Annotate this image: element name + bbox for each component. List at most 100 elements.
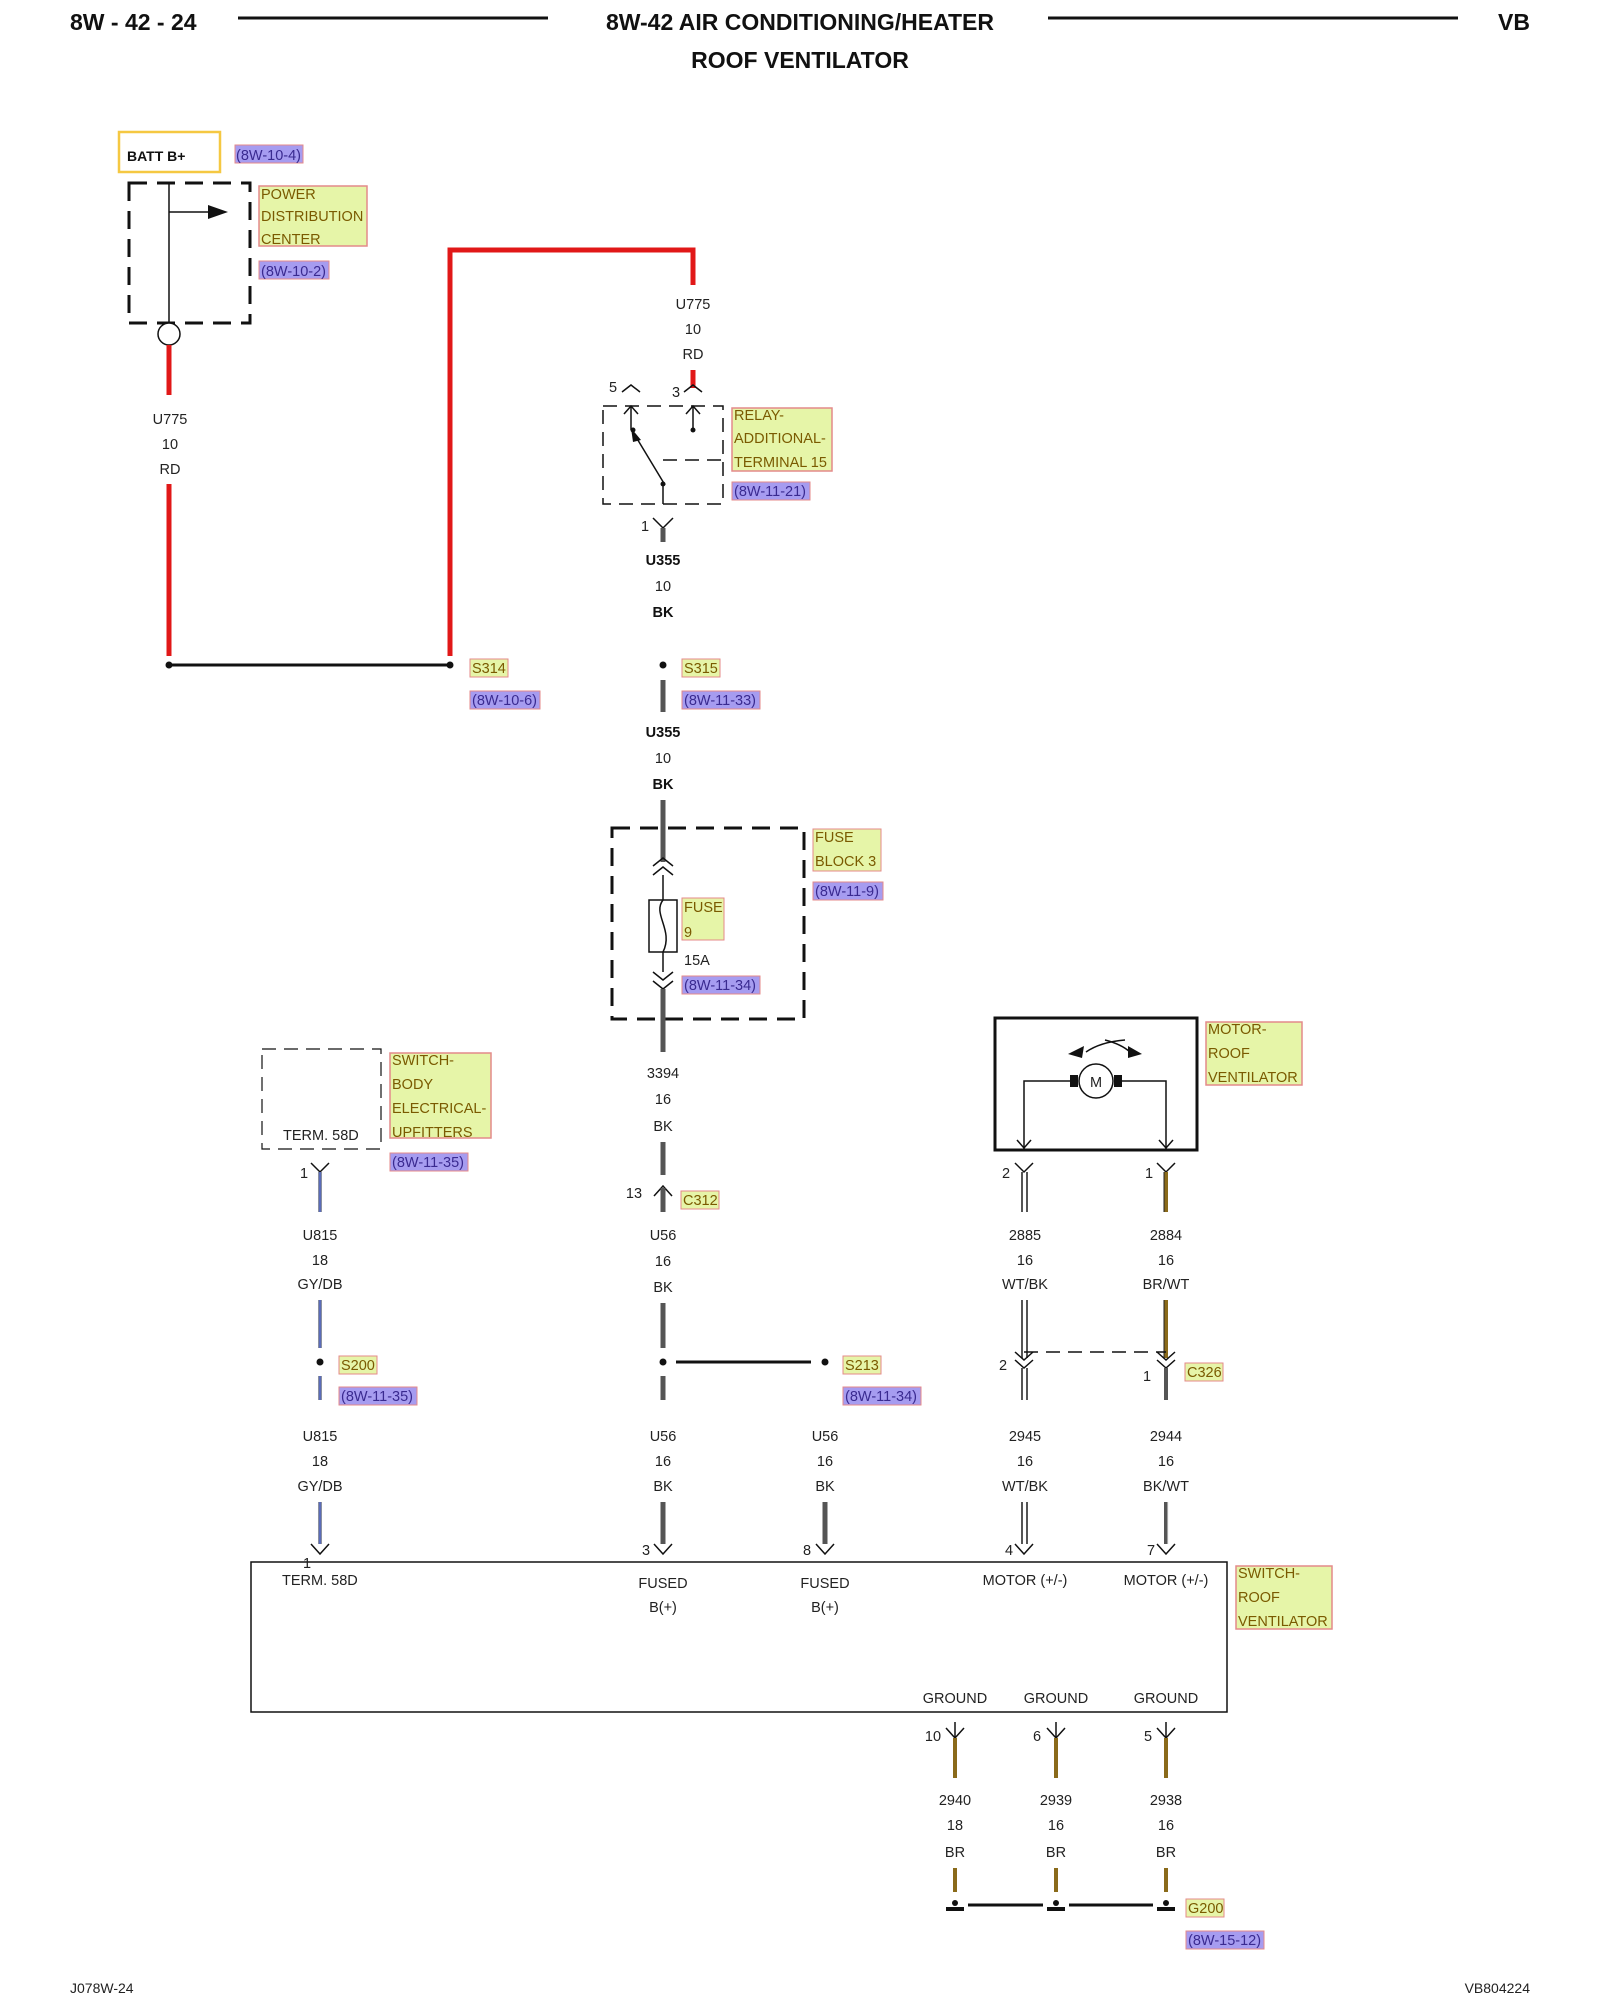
splice-s213-ref[interactable]: (8W-11-34) xyxy=(845,1389,917,1405)
splice-s314-ref[interactable]: (8W-10-6) xyxy=(472,693,537,709)
wire-u775-top-run xyxy=(447,247,696,656)
fuse-block-ref[interactable]: (8W-11-9) xyxy=(815,884,879,900)
pdc-ref[interactable]: (8W-10-2) xyxy=(261,264,326,280)
wire-u775-top-color: RD xyxy=(683,347,704,363)
wire-2939-gauge: 16 xyxy=(1048,1818,1064,1834)
relay-label-box xyxy=(731,407,833,472)
batt-ref-box xyxy=(234,144,304,164)
relay-arrow-icon xyxy=(623,404,639,415)
relay-pin-1: 1 xyxy=(641,519,649,535)
switch-ground-c: GROUND xyxy=(1134,1691,1198,1707)
switch-ground-a: GROUND xyxy=(923,1691,987,1707)
roof-vent-switch-label-box xyxy=(1235,1565,1333,1630)
wire-2884-color: BR/WT xyxy=(1143,1277,1190,1293)
splice-s315-box xyxy=(681,658,721,678)
c326-label: C326 xyxy=(1187,1365,1222,1381)
switch-pin-10: 10 xyxy=(925,1729,941,1745)
splice-s200-ref-box xyxy=(338,1386,418,1406)
wire-u815-upper-gauge: 18 xyxy=(312,1253,328,1269)
upfitter-label-3: ELECTRICAL- xyxy=(392,1101,486,1117)
relay-switch-arm xyxy=(632,431,666,486)
wire-u775-top-circuit: U775 xyxy=(676,297,711,313)
fuse-9-body xyxy=(648,899,678,953)
relay-ref[interactable]: (8W-11-21) xyxy=(734,484,806,500)
switch-fused-a-1: FUSED xyxy=(638,1576,687,1592)
relay-contact-dot xyxy=(690,427,696,433)
splice-s315-ref-box xyxy=(681,690,761,710)
switch-fused-a-2: B(+) xyxy=(649,1600,677,1616)
switch-motor-b: MOTOR (+/-) xyxy=(1124,1573,1209,1589)
wire-2940-circuit: 2940 xyxy=(939,1793,971,1809)
motor-label-3: VENTILATOR xyxy=(1208,1070,1298,1086)
roof-vent-switch-box xyxy=(250,1561,1228,1713)
c326-connector-icon xyxy=(1156,1359,1176,1370)
fuse-block-label-1: FUSE xyxy=(815,830,854,846)
g200-ref-box xyxy=(1185,1930,1265,1950)
switch-pin-3: 3 xyxy=(642,1543,650,1559)
wire-3394-color: BK xyxy=(653,1119,673,1135)
wire-2938-color: BR xyxy=(1156,1845,1176,1861)
batt-ref[interactable]: (8W-10-4) xyxy=(236,148,301,164)
wire-2940-gauge: 18 xyxy=(947,1818,963,1834)
c312-connector-icon xyxy=(653,1184,673,1197)
switch-pin-7: 7 xyxy=(1147,1543,1155,1559)
c326-label-box xyxy=(1184,1362,1224,1382)
switch-ground-b: GROUND xyxy=(1024,1691,1088,1707)
wire-2944-circuit: 2944 xyxy=(1150,1429,1182,1445)
ground-dot xyxy=(1053,1900,1059,1906)
splice-dot xyxy=(659,1358,667,1366)
wire-u775-top-gauge: 10 xyxy=(685,322,701,338)
switch-pin-1: 1 xyxy=(303,1556,311,1572)
fuse-in-connector-icon xyxy=(652,857,674,867)
upfitter-pin: 1 xyxy=(300,1166,308,1182)
c326-connector-icon xyxy=(1156,1351,1176,1362)
splice-s314-ref-box xyxy=(469,690,541,710)
splice-dot xyxy=(446,661,454,669)
wire-u815-upper-circuit: U815 xyxy=(303,1228,338,1244)
c326-connector-icon xyxy=(1014,1359,1034,1370)
splice-s314-label: S314 xyxy=(472,661,506,677)
wire-u56-b-gauge: 16 xyxy=(817,1454,833,1470)
wire-u56-a-color: BK xyxy=(653,1479,673,1495)
batt-label: BATT B+ xyxy=(127,148,185,164)
wire-u355-lower-color: BK xyxy=(653,777,674,793)
pdc-label-2: DISTRIBUTION xyxy=(261,209,363,225)
wire-2945-gauge: 16 xyxy=(1017,1454,1033,1470)
ground-eyelet-icon xyxy=(1157,1907,1175,1911)
roof-vent-switch-label-3: VENTILATOR xyxy=(1238,1614,1328,1630)
relay-label-3: TERMINAL 15 xyxy=(734,455,827,471)
wire-2944-gauge: 16 xyxy=(1158,1454,1174,1470)
motor-symbol: M xyxy=(1090,1075,1102,1091)
splice-s315-ref[interactable]: (8W-11-33) xyxy=(684,693,756,709)
splice-dot xyxy=(659,661,667,669)
splice-s200-ref[interactable]: (8W-11-35) xyxy=(341,1389,413,1405)
wire-3394-circuit: 3394 xyxy=(647,1066,679,1082)
motor-lead-right xyxy=(1122,1080,1167,1150)
upfitter-ref[interactable]: (8W-11-35) xyxy=(392,1155,464,1171)
fuse-ref-box xyxy=(681,975,761,995)
c326-pin-2: 2 xyxy=(999,1358,1007,1374)
fuse-block-label-box xyxy=(812,828,882,872)
fuse-label-2: 9 xyxy=(684,925,692,941)
roof-vent-switch-label-2: ROOF xyxy=(1238,1590,1280,1606)
fuse-ref[interactable]: (8W-11-34) xyxy=(684,978,756,994)
relay-ref-box xyxy=(731,481,811,501)
g200-ref[interactable]: (8W-15-12) xyxy=(1188,1933,1261,1949)
pdc-label-3: CENTER xyxy=(261,232,321,248)
footer-left-code: J078W-24 xyxy=(70,1980,134,1996)
wire-u775-left-color: RD xyxy=(160,462,181,478)
wire-u815-lower-circuit: U815 xyxy=(303,1429,338,1445)
relay-pin5-connector-icon xyxy=(621,384,641,393)
relay-pin-3: 3 xyxy=(672,385,680,401)
wire-u56-upper-color: BK xyxy=(653,1280,673,1296)
fuse-block-ref-box xyxy=(812,881,884,901)
pdc-ref-box xyxy=(258,260,330,280)
motor-label-box xyxy=(1205,1021,1303,1086)
motor-icon xyxy=(1078,1063,1114,1099)
relay-label-2: ADDITIONAL- xyxy=(734,431,826,447)
fuse-label-1: FUSE xyxy=(684,900,723,916)
switch-pin-4: 4 xyxy=(1005,1543,1013,1559)
wire-u815-lower-gauge: 18 xyxy=(312,1454,328,1470)
wire-u815-upper-color: GY/DB xyxy=(297,1277,342,1293)
wire-2885-circuit: 2885 xyxy=(1009,1228,1041,1244)
